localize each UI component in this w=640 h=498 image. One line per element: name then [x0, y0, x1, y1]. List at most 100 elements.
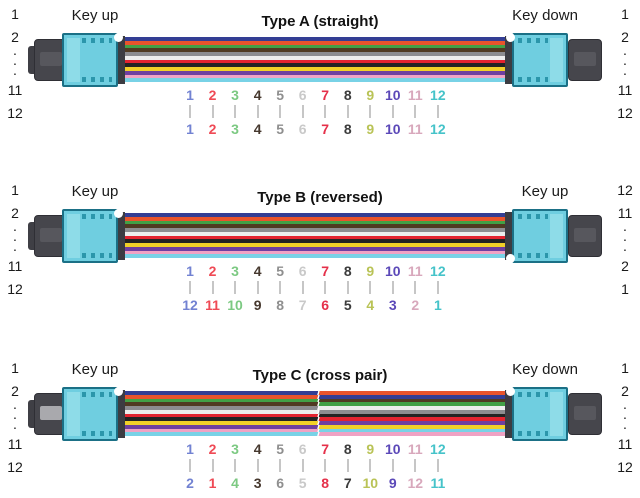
fiber-stripe: [322, 428, 505, 433]
connector-inner-band: [67, 214, 80, 258]
mapping-line: [346, 105, 349, 118]
mapping-line: [279, 281, 282, 294]
margin-fiber-number: 12: [617, 105, 633, 121]
fiber-stripe: [125, 55, 505, 60]
key-position-dot-icon: [114, 387, 123, 396]
fiber-stripe: [125, 224, 505, 228]
fiber-number-top: 3: [231, 263, 239, 279]
fiber-number-bottom: 4: [253, 121, 262, 137]
mpo-connector-left: [28, 387, 125, 441]
right-key-orientation-label: Key down: [512, 361, 578, 378]
fiber-number-top: 2: [208, 441, 217, 457]
connector-ridges-top-icon: [518, 38, 548, 43]
fiber-stripe: [125, 44, 505, 49]
fiber-crossover: [315, 398, 322, 403]
fiber-number-top: 5: [276, 441, 285, 457]
connector-ferrule-bar: [505, 390, 512, 438]
fiber-number-top: 8: [343, 441, 352, 457]
fiber-number-bottom: 2: [208, 121, 217, 137]
fiber-number-bottom: 8: [276, 297, 285, 313]
fiber-number-bottom: 1: [433, 297, 442, 313]
fiber-number-bottom: 5: [343, 297, 352, 313]
connector-housing: [512, 33, 568, 87]
margin-dot: ·: [622, 221, 628, 237]
fiber-number-bottom: 8: [343, 121, 352, 137]
margin-fiber-number: 1: [621, 360, 629, 376]
mapping-line: [301, 105, 304, 118]
margin-dot: ·: [622, 231, 628, 247]
fiber-number-top: 7: [321, 87, 330, 103]
connector-boot-tab: [40, 406, 62, 420]
fiber-ribbon: [125, 37, 505, 82]
fiber-number-top: 10: [384, 441, 401, 457]
mapping-line: [391, 459, 394, 472]
fiber-number-bottom: 3: [231, 121, 239, 137]
margin-fiber-number: 12: [7, 459, 23, 475]
fiber-number-top: 7: [321, 441, 330, 457]
connector-boot-tab: [574, 228, 596, 242]
mapping-line: [256, 459, 259, 472]
margin-fiber-number: 12: [617, 459, 633, 475]
fiber-number-top: 12: [430, 263, 446, 279]
mapping-line: [369, 105, 372, 118]
margin-fiber-number: 1: [11, 360, 19, 376]
margin-fiber-number: 1: [11, 182, 19, 198]
mapping-line: [436, 105, 439, 118]
connector-ridges-top-icon: [518, 392, 548, 397]
mapping-line: [234, 459, 237, 472]
mapping-line: [324, 281, 327, 294]
fiber-number-top: 2: [208, 87, 217, 103]
fiber-number-bottom: 11: [205, 297, 220, 313]
mapping-line: [211, 459, 214, 472]
fiber-number-bottom: 4: [366, 297, 375, 313]
margin-dot: ·: [12, 45, 18, 61]
fiber-number-bottom: 6: [321, 297, 330, 313]
connector-ridges-top-icon: [518, 214, 548, 219]
fiber-stripe: [125, 243, 505, 247]
connector-inner-band: [550, 214, 563, 258]
mapping-line: [369, 281, 372, 294]
fiber-number-bottom: 6: [298, 121, 307, 137]
margin-fiber-number: 12: [617, 182, 633, 198]
fiber-number-bottom: 8: [321, 475, 330, 491]
fiber-stripe: [125, 428, 315, 433]
fiber-number-bottom: 11: [430, 475, 446, 491]
connector-housing: [512, 387, 568, 441]
connector-ridges-bottom-icon: [82, 431, 112, 436]
connector-ridges-top-icon: [82, 214, 112, 219]
fiber-number-top: 6: [298, 263, 307, 279]
fiber-crossover: [315, 409, 322, 414]
margin-dot: ·: [12, 409, 18, 425]
fiber-stripe: [125, 59, 505, 64]
fiber-number-top: 12: [430, 441, 446, 457]
fiber-stripe: [125, 52, 505, 56]
margin-fiber-number: 11: [617, 82, 633, 98]
fiber-number-top: 5: [276, 263, 285, 279]
key-position-dot-icon: [114, 209, 123, 218]
mapping-line: [436, 459, 439, 472]
fiber-number-top: 6: [298, 441, 307, 457]
fiber-number-top: 3: [231, 87, 239, 103]
left-key-orientation-label: Key up: [71, 7, 119, 24]
margin-dot: ·: [12, 231, 18, 247]
mpo-connector-right: [505, 33, 602, 87]
fiber-number-bottom: 9: [388, 475, 397, 491]
margin-dot: ·: [622, 65, 628, 81]
left-key-orientation-label: Key up: [71, 361, 119, 378]
connector-cap: [28, 222, 38, 250]
mapping-line: [256, 281, 259, 294]
connector-ridges-bottom-icon: [518, 77, 548, 82]
fiber-stripe: [125, 391, 315, 395]
mapping-line: [346, 459, 349, 472]
fiber-number-bottom: 2: [411, 297, 420, 313]
